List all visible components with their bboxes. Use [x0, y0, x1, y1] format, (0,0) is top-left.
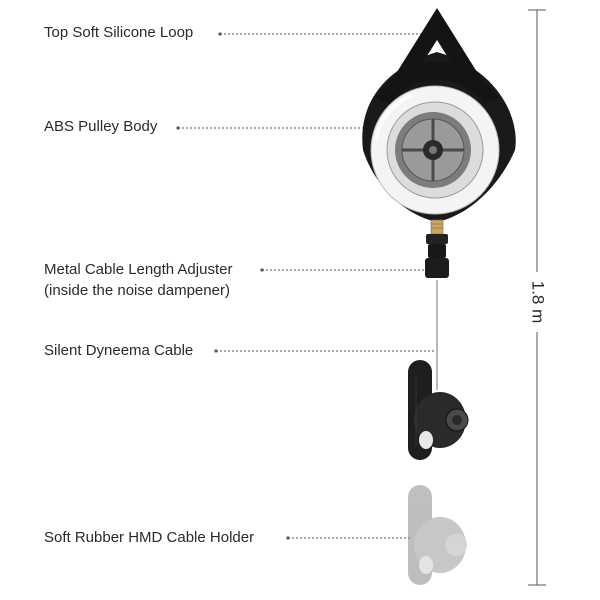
label-text: Soft Rubber HMD Cable Holder — [44, 529, 255, 546]
label-dyneema-cable: Silent Dyneema Cable — [44, 340, 193, 361]
label-text: Silent Dyneema Cable — [44, 342, 194, 359]
label-pulley-body: ABS Pulley Body — [44, 116, 157, 137]
cable-holder — [408, 360, 469, 460]
label-text: ABS Pulley Body — [44, 118, 158, 135]
label-text-line1: Metal Cable Length Adjuster — [44, 261, 233, 278]
label-cable-holder: Soft Rubber HMD Cable Holder — [44, 527, 254, 548]
dimension-label: 1.8 m — [523, 272, 551, 332]
label-cable-adjuster: Metal Cable Length Adjuster (inside the … — [44, 259, 232, 301]
leader-lines — [176, 32, 436, 540]
dimension-line — [528, 9, 546, 586]
label-silicone-loop: Top Soft Silicone Loop — [44, 22, 193, 43]
dimension-text: 1.8 m — [528, 280, 547, 324]
label-text-line2: (inside the noise dampener) — [44, 282, 230, 299]
holder-ghost — [408, 485, 467, 585]
label-text: Top Soft Silicone Loop — [44, 24, 194, 41]
cable-adjuster — [425, 219, 449, 278]
silicone-loop — [375, 8, 499, 104]
